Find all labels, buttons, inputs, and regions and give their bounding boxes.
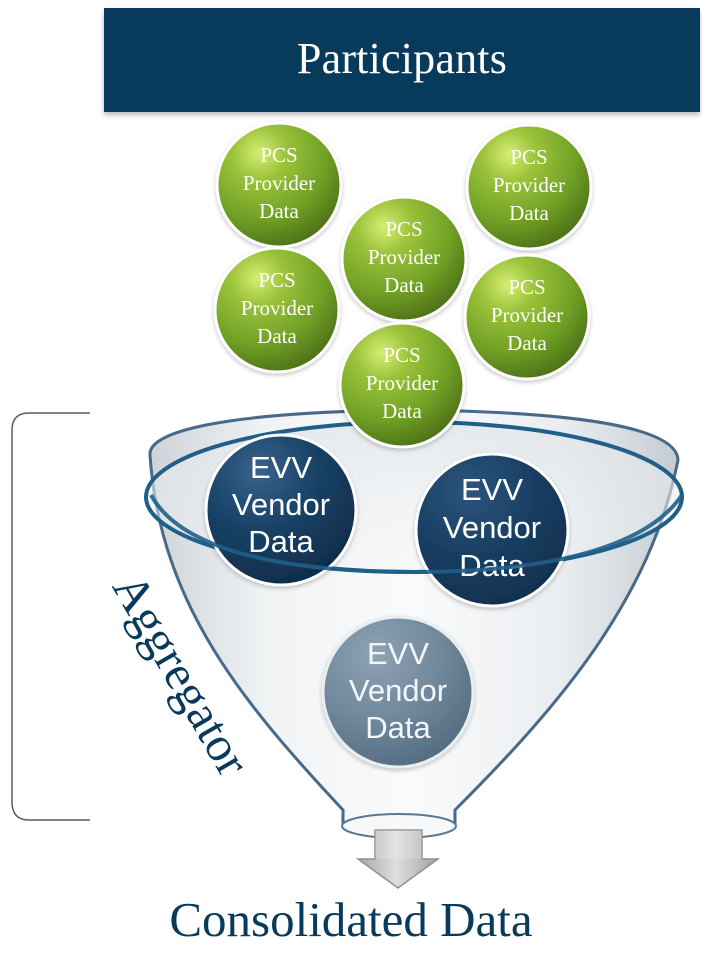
evv-vendor-circle: EVV Vendor Data [321, 615, 475, 769]
pcs-provider-circle: PCS Provider Data [338, 321, 466, 449]
evv-vendor-circle: EVV Vendor Data [204, 433, 358, 587]
pcs-provider-line3: Data [382, 399, 422, 423]
evv-vendor-line2: Vendor [349, 673, 447, 708]
aggregator-bracket [11, 412, 90, 821]
pcs-provider-line2: Provider [241, 296, 313, 320]
consolidated-data-label: Consolidated Data [169, 892, 533, 947]
evv-vendor-line3: Data [248, 524, 314, 559]
evv-vendor-line1: EVV [461, 472, 523, 507]
participants-banner: Participants [104, 8, 700, 112]
pcs-provider-line1: PCS [260, 143, 297, 167]
pcs-provider-line1: PCS [383, 343, 420, 367]
pcs-provider-line1: PCS [385, 217, 422, 241]
pcs-provider-line1: PCS [258, 268, 295, 292]
pcs-provider-line3: Data [384, 273, 424, 297]
pcs-provider-circle: PCS Provider Data [215, 121, 343, 249]
arrow-highlight [375, 830, 422, 859]
pcs-provider-line3: Data [507, 331, 547, 355]
pcs-provider-line3: Data [509, 201, 549, 225]
pcs-provider-line3: Data [259, 199, 299, 223]
down-arrow-icon [355, 829, 441, 889]
evv-vendor-line2: Vendor [232, 487, 330, 522]
pcs-provider-line2: Provider [493, 173, 565, 197]
evv-vendor-line3: Data [365, 710, 431, 745]
pcs-provider-line2: Provider [243, 171, 315, 195]
pcs-provider-line1: PCS [510, 145, 547, 169]
evv-vendor-line1: EVV [250, 450, 312, 485]
participants-title: Participants [296, 33, 508, 83]
evv-vendor-line2: Vendor [443, 510, 541, 545]
pcs-provider-line1: PCS [508, 275, 545, 299]
evv-vendor-line1: EVV [367, 636, 429, 671]
pcs-provider-line2: Provider [491, 303, 563, 327]
pcs-provider-circles: PCS Provider Data PCS Provider Data PCS … [213, 121, 593, 449]
pcs-provider-circle: PCS Provider Data [340, 195, 468, 323]
pcs-provider-line2: Provider [368, 245, 440, 269]
pcs-provider-circle: PCS Provider Data [465, 123, 593, 251]
evv-vendor-circle: EVV Vendor Data [414, 452, 570, 608]
pcs-provider-line3: Data [257, 324, 297, 348]
pcs-provider-circle: PCS Provider Data [463, 253, 591, 381]
pcs-provider-line2: Provider [366, 371, 438, 395]
pcs-provider-circle: PCS Provider Data [213, 246, 341, 374]
funnel-front-lip [149, 493, 684, 575]
